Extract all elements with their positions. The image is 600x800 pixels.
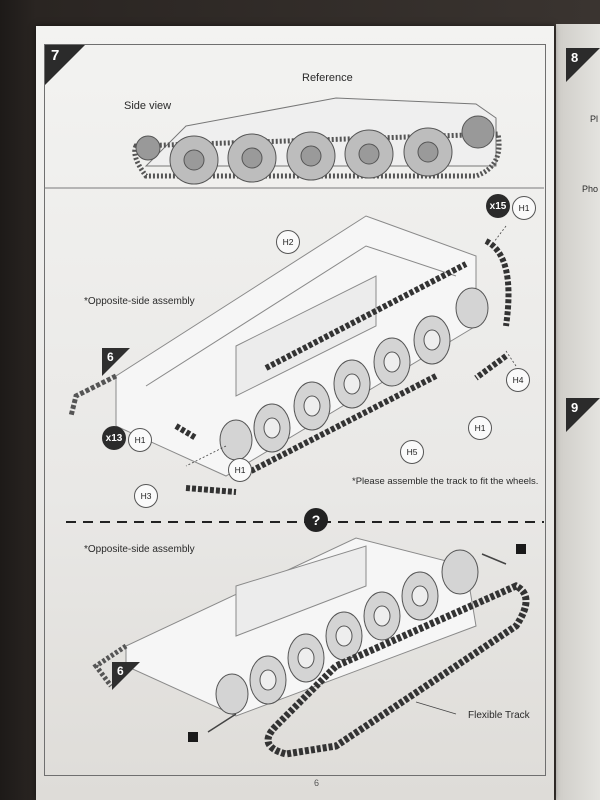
part-callout-h1-right: H1 [468, 416, 492, 440]
flexible-track-label: Flexible Track [468, 710, 530, 721]
part-callout-h1-left: H1 [128, 428, 152, 452]
side-view-label: Side view [124, 100, 172, 112]
step-number: 7 [51, 47, 60, 64]
alignment-marker-top [516, 544, 526, 554]
assembly-arrows-main [185, 225, 517, 467]
page-number: 6 [314, 778, 320, 788]
flexible-track-loop [264, 582, 530, 758]
part-callout-h2: H2 [276, 230, 300, 254]
svg-text:?: ? [312, 512, 321, 528]
opposite-track-alt [92, 643, 128, 688]
reference-wheels [135, 115, 495, 185]
opposite-side-label-alt: *Opposite-side assembly [84, 544, 195, 555]
quantity-badge-x15: x15 [486, 194, 510, 218]
quantity-badge-x13: x13 [102, 426, 126, 450]
hull-drawing-alt [125, 537, 477, 717]
right-page-text-2: Pho [582, 184, 599, 194]
road-wheels-alt [215, 549, 479, 715]
right-page-text-1: Pl [590, 114, 599, 124]
question-mark-icon: ? [304, 508, 328, 532]
opposite-side-label-main: *Opposite-side assembly [84, 296, 195, 307]
road-wheels-main [219, 287, 489, 461]
part-callout-h1-bottom: H1 [228, 458, 252, 482]
part-callout-h4: H4 [506, 368, 530, 392]
alignment-marker-bottom [188, 732, 198, 742]
part-callout-h5: H5 [400, 440, 424, 464]
part-callout-h3: H3 [134, 484, 158, 508]
assembly-arrows-alt [207, 553, 507, 733]
instruction-page: 7 Reference Side view [36, 26, 554, 800]
step-frame [44, 44, 546, 776]
illustrations: ? [44, 97, 544, 758]
reference-title: Reference [302, 72, 353, 84]
track-links-main [68, 238, 512, 495]
track-fit-note: *Please assemble the track to fit the wh… [352, 476, 539, 487]
part-callout-h1-top: H1 [512, 196, 536, 220]
